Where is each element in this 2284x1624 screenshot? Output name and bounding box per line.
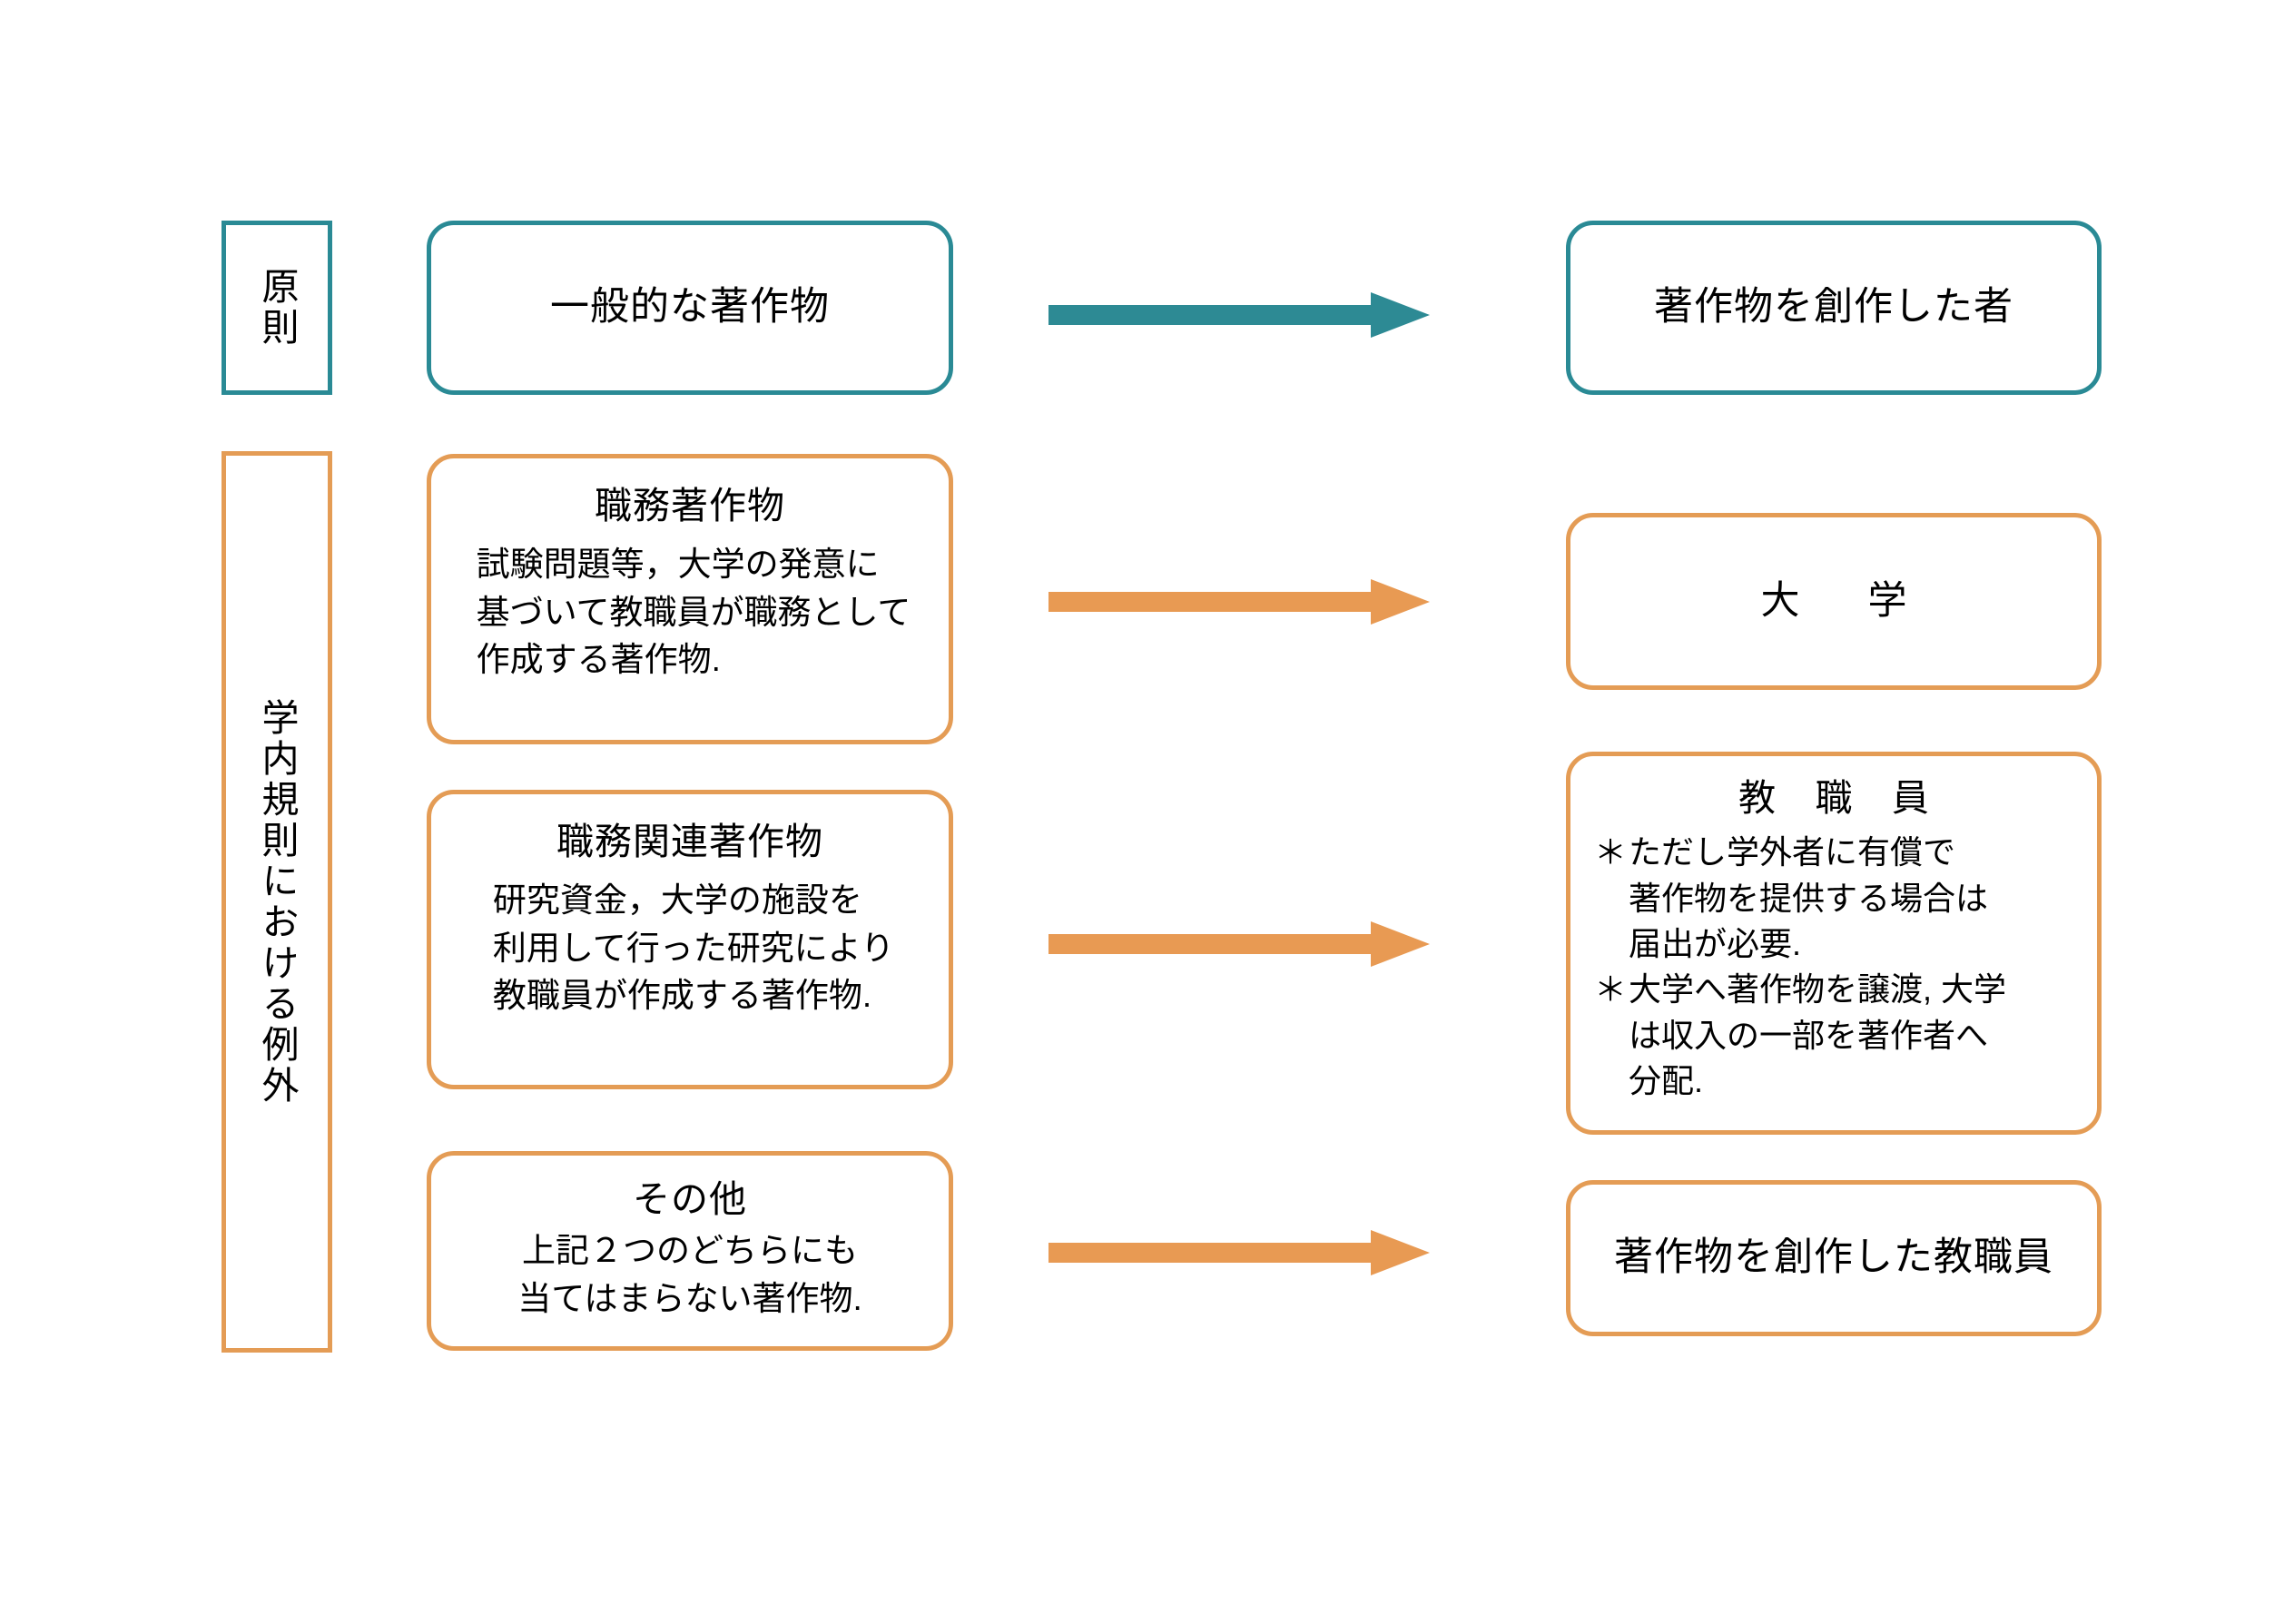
source-body-other: 上記２つのどちらにも 当てはまらない著作物. <box>517 1232 862 1317</box>
source-body-work-for-hire: 試験問題等，大学の発意に 基づいて教職員が職務として 作成する著作物. <box>476 546 911 679</box>
target-title-faculty-staff: 教 職 員 <box>1738 777 1944 819</box>
arrow-right-teal-principle <box>1048 292 1430 338</box>
source-box-work-for-hire: 職務著作物 試験問題等，大学の発意に 基づいて教職員が職務として 作成する著作物… <box>427 454 953 744</box>
source-box-other: その他 上記２つのどちらにも 当てはまらない著作物. <box>427 1151 953 1351</box>
note-item: ＊ ただし学外者に有償で 著作物を提供する場合は 届出が必要. <box>1594 830 2073 967</box>
arrow-right-orange-other <box>1048 1230 1430 1275</box>
arrow-right-orange-duty-related <box>1048 921 1430 967</box>
source-box-general-work: 一般的な著作物 <box>427 221 953 395</box>
target-box-faculty-staff: 教 職 員 ＊ ただし学外者に有償で 著作物を提供する場合は 届出が必要. ＊ … <box>1566 752 2102 1135</box>
side-label-principle-text: 原則 <box>256 267 299 349</box>
source-title-other: その他 <box>633 1178 747 1220</box>
source-title-general-work: 一般的な著作物 <box>550 285 830 330</box>
note-marker: ＊ <box>1594 970 1628 1009</box>
note-text: ただし学外者に有償で 著作物を提供する場合は 届出が必要. <box>1629 833 1989 963</box>
source-title-duty-related: 職務関連著作物 <box>556 821 823 862</box>
target-title-university: 大 学 <box>1760 578 1922 623</box>
source-title-work-for-hire: 職務著作物 <box>595 485 785 527</box>
target-title-creator: 著作物を創作した者 <box>1654 285 2013 330</box>
arrow-right-orange-work-for-hire <box>1048 579 1430 625</box>
note-marker: ＊ <box>1594 833 1628 871</box>
note-item: ＊ 大学へ著作物を譲渡, 大学 は収入の一部を著作者へ 分配. <box>1594 967 2073 1104</box>
side-label-exception-text: 学内規則における例外 <box>256 697 299 1107</box>
target-notes-faculty-staff: ＊ ただし学外者に有償で 著作物を提供する場合は 届出が必要. ＊ 大学へ著作物… <box>1570 830 2097 1104</box>
target-box-university: 大 学 <box>1566 513 2102 690</box>
target-title-creator-staff: 著作物を創作した教職員 <box>1614 1235 2053 1280</box>
side-label-principle: 原則 <box>222 221 332 395</box>
source-box-duty-related: 職務関連著作物 研究資金，大学の施設を 利用して行った研究により 教職員が作成す… <box>427 790 953 1089</box>
target-box-creator: 著作物を創作した者 <box>1566 221 2102 395</box>
target-box-creator-staff: 著作物を創作した教職員 <box>1566 1180 2102 1336</box>
source-body-duty-related: 研究資金，大学の施設を 利用して行った研究により 教職員が作成する著作物. <box>492 881 895 1015</box>
side-label-exception: 学内規則における例外 <box>222 451 332 1353</box>
note-text: 大学へ著作物を譲渡, 大学 は収入の一部を著作者へ 分配. <box>1629 970 2007 1100</box>
